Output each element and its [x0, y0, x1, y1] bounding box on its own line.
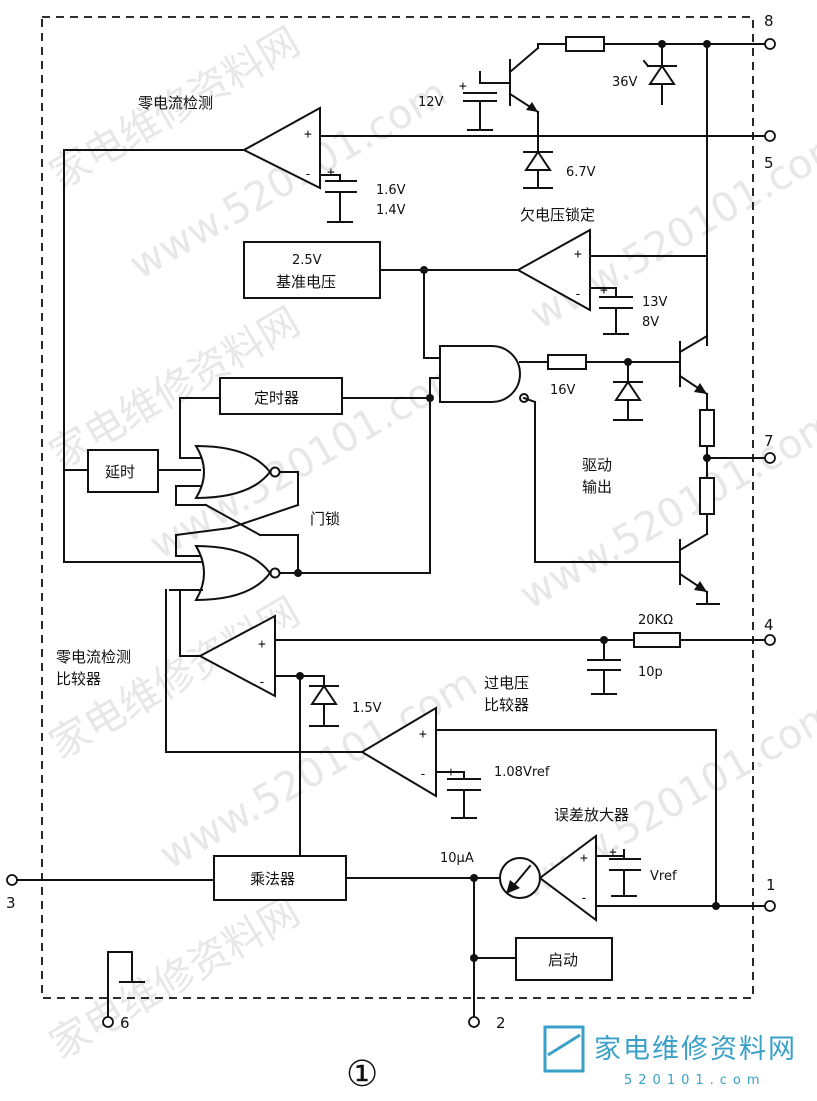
nand-gate: [439, 345, 521, 403]
label-timer: 定时器: [254, 389, 299, 407]
uvlo-comparator: [515, 228, 591, 312]
multiplier-block: [213, 855, 347, 901]
zener-16v: [614, 380, 642, 401]
label-1v4: 1.4V: [376, 203, 406, 218]
logic-section: [63, 377, 434, 602]
label-startup: 启动: [548, 951, 578, 969]
nor-gate-upper: [194, 444, 272, 500]
label-8v: 8V: [642, 315, 659, 330]
pin-7-label: 7: [764, 432, 774, 450]
label-10ua: 10μA: [440, 851, 474, 866]
ov-comparator-section: + - +: [165, 589, 717, 907]
brand-logo-icon: [543, 1025, 585, 1073]
pin-6: [102, 1016, 114, 1028]
label-36v: 36V: [612, 75, 638, 90]
pin-1-label: 1: [766, 876, 776, 894]
label-latch: 门锁: [310, 510, 340, 528]
label-16v: 16V: [550, 383, 576, 398]
resistor-drive: [547, 354, 587, 370]
label-10p: 10p: [638, 665, 663, 680]
label-20k: 20KΩ: [638, 613, 673, 628]
reference-section: + - +: [243, 228, 708, 359]
svg-text:+: +: [609, 845, 617, 860]
brand-watermark: 家电维修资料网 520101.com: [543, 1025, 797, 1088]
label-error-amp: 误差放大器: [554, 806, 629, 824]
label-1v5: 1.5V: [352, 701, 382, 716]
label-ref-line2: 基准电压: [276, 273, 336, 291]
label-drive-line1: 驱动: [582, 456, 612, 474]
svg-text:+: +: [574, 247, 582, 262]
error-amplifier: [538, 834, 597, 922]
figure-number: ①: [346, 1054, 378, 1095]
label-6v7: 6.7V: [566, 165, 596, 180]
resistor-20k: [633, 632, 681, 648]
zener-6v7: [524, 150, 552, 171]
pin-2: [468, 1016, 480, 1028]
resistor-out-upper: [699, 409, 715, 447]
zener-1v5: [310, 684, 338, 705]
zener-36v: [648, 64, 676, 85]
label-uvlo: 欠电压锁定: [520, 206, 595, 224]
label-ov-comp-line2: 比较器: [484, 696, 529, 714]
top-supply-section: +: [319, 36, 769, 346]
timer-block: [219, 377, 343, 415]
label-delay: 延时: [105, 463, 135, 481]
label-13v: 13V: [642, 295, 668, 310]
svg-text:家电维修资料网: 家电维修资料网: [42, 889, 307, 1069]
label-vref: Vref: [650, 869, 677, 884]
nor-gate-lower: [194, 544, 272, 602]
svg-text:+: +: [258, 637, 266, 652]
svg-text:+: +: [327, 165, 335, 180]
zc-comparator: [197, 614, 276, 698]
chip-boundary: [41, 16, 754, 999]
zc-comparator-section: + -: [179, 589, 769, 857]
pin-1: [764, 900, 776, 912]
svg-text:-: -: [304, 167, 312, 182]
svg-text:+: +: [459, 79, 467, 94]
label-zc-comp-line2: 比较器: [56, 670, 101, 688]
brand-name: 家电维修资料网: [594, 1034, 797, 1065]
svg-text:+: +: [447, 765, 455, 780]
pin-3: [6, 874, 18, 886]
pins: 8 5 7 4 3 1 6 2: [6, 12, 776, 1032]
svg-text:+: +: [419, 727, 427, 742]
svg-text:+: +: [580, 851, 588, 866]
label-multiplier: 乘法器: [250, 870, 295, 888]
lower-section: + - +: [13, 834, 769, 1019]
label-zero-current-detect: 零电流检测: [138, 94, 213, 112]
pin-4-label: 4: [764, 616, 774, 634]
startup-block: [515, 937, 613, 981]
svg-text:-: -: [258, 675, 266, 690]
pin-8: [764, 38, 776, 50]
svg-text:-: -: [574, 287, 582, 302]
labels: 零电流检测 12V 36V 6.7V 1.6V 1.4V 欠电压锁定 2.5V …: [56, 75, 677, 1095]
pin-2-label: 2: [496, 1014, 506, 1032]
pin-3-label: 3: [6, 894, 16, 912]
svg-text:+: +: [304, 127, 312, 142]
brand-url: 520101.com: [624, 1073, 766, 1088]
label-1v6: 1.6V: [376, 183, 406, 198]
pin-8-label: 8: [764, 12, 774, 30]
svg-text:-: -: [580, 891, 588, 906]
label-12v: 12V: [418, 95, 444, 110]
pin-7: [764, 452, 776, 464]
resistor-out-lower: [699, 477, 715, 515]
label-1v08ref: 1.08Vref: [494, 765, 550, 780]
label-drive-line2: 输出: [582, 478, 612, 496]
pin-5-label: 5: [764, 154, 774, 172]
svg-text:+: +: [600, 283, 608, 298]
svg-text:-: -: [419, 767, 427, 782]
ov-comparator: [360, 706, 437, 798]
label-ref-line1: 2.5V: [292, 253, 322, 268]
drive-section: [429, 334, 769, 605]
label-ov-comp-line1: 过电压: [484, 674, 529, 692]
label-zc-comp-line1: 零电流检测: [56, 648, 131, 666]
pin-4: [764, 634, 776, 646]
pin-6-label: 6: [120, 1014, 130, 1032]
zero-current-comparator: + - +: [63, 106, 357, 563]
pin-5: [764, 130, 776, 142]
svg-text:www.520101.com: www.520101.com: [522, 120, 817, 339]
resistor-top: [565, 36, 605, 52]
